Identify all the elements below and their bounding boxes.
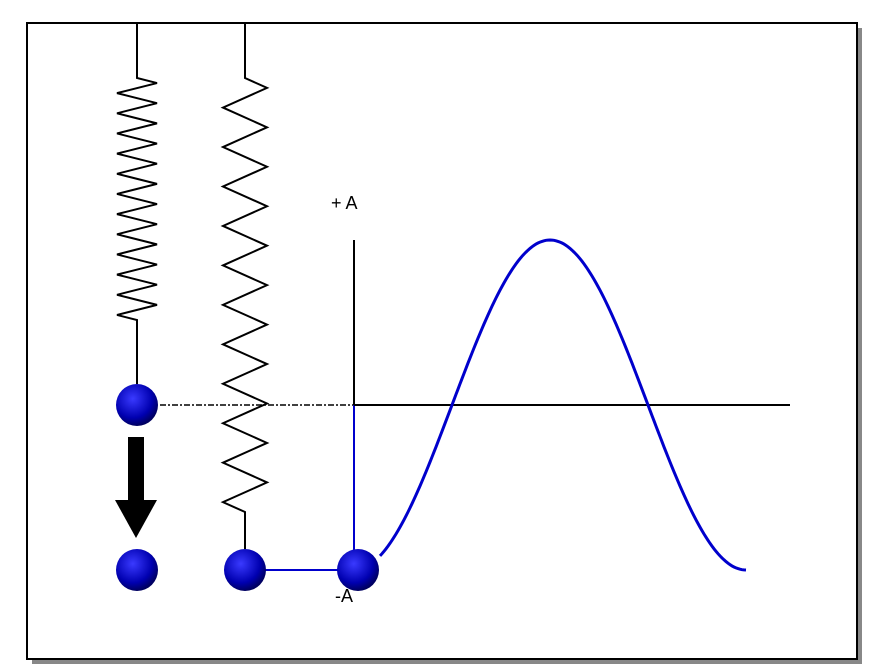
mass-ball-displaced [116,549,158,591]
mass-ball-graph [337,549,379,591]
mass-ball-equilibrium [116,384,158,426]
arrow-down-icon [115,437,157,538]
sine-wave [378,238,747,572]
spring-stretched [220,23,270,549]
mass-ball-stretched-spring [224,549,266,591]
plus-a-label: + A [331,193,358,213]
minus-a-label: -A [335,586,353,606]
spring-at-rest [116,23,158,384]
